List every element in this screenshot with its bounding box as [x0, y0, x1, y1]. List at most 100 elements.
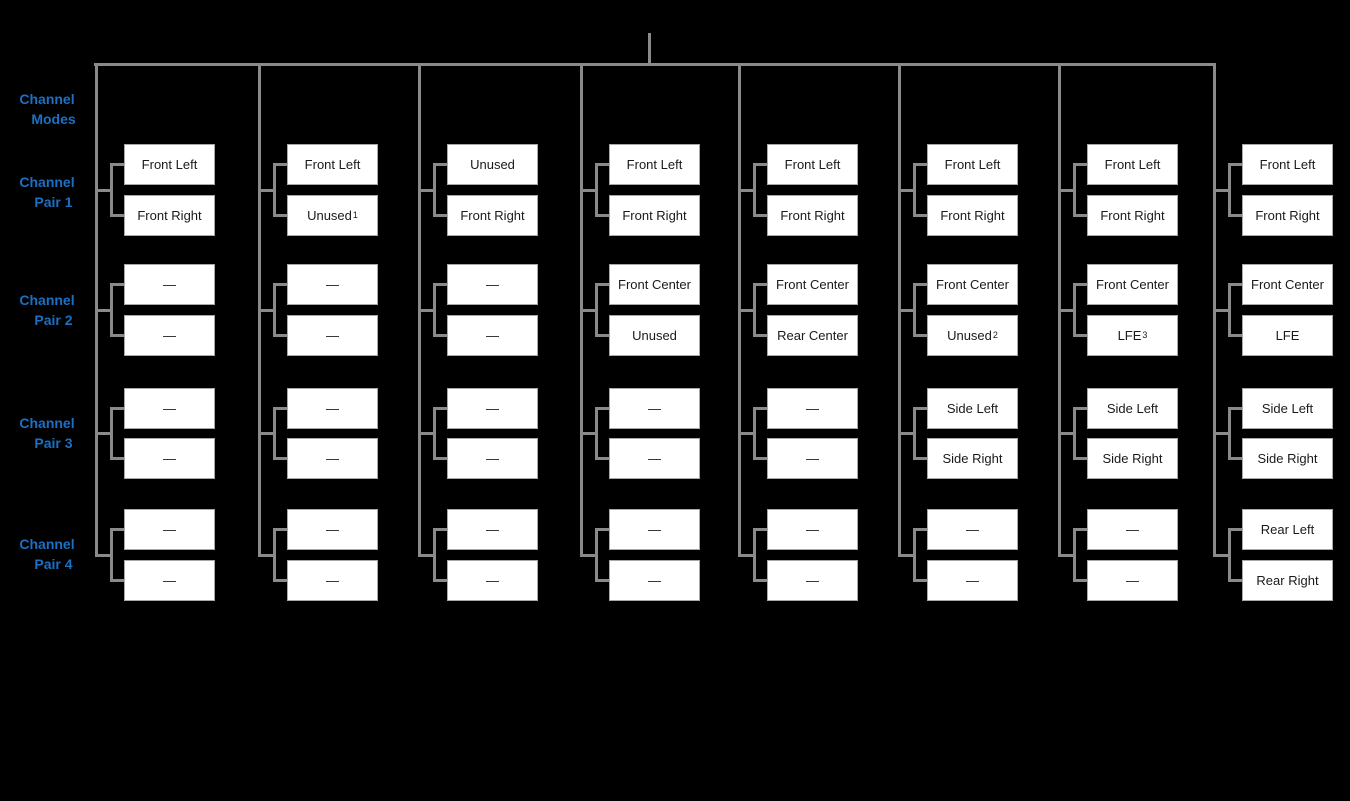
channel-box-label: — — [648, 522, 661, 537]
row-label-line: Pair 2 — [34, 312, 73, 328]
spine-stub-line — [95, 189, 113, 192]
box-connector-line — [110, 457, 125, 460]
row-label-channel-pair-3: Channel Pair 3 — [0, 413, 94, 453]
spine-stub-line — [95, 432, 113, 435]
spine-stub-line — [1213, 554, 1231, 557]
channel-box: Front Right — [767, 195, 858, 236]
box-connector-line — [433, 214, 448, 217]
box-connector-line — [1228, 214, 1243, 217]
channel-box-label: — — [163, 451, 176, 466]
channel-box: — — [447, 438, 538, 479]
channel-box-label: — — [326, 328, 339, 343]
box-connector-line — [595, 214, 610, 217]
channel-box-label: — — [648, 573, 661, 588]
channel-box-label: Front Left — [141, 157, 198, 172]
spine-stub-line — [258, 432, 276, 435]
channel-box: — — [767, 438, 858, 479]
channel-box-label: Front Center — [618, 277, 691, 292]
box-connector-line — [273, 214, 288, 217]
channel-box: — — [447, 315, 538, 356]
spine-stub-line — [1213, 189, 1231, 192]
channel-box-label: — — [163, 277, 176, 292]
channel-box: Front Center — [1087, 264, 1178, 305]
channel-box: — — [609, 438, 700, 479]
channel-box: LFE — [1242, 315, 1333, 356]
channel-box-label: — — [806, 522, 819, 537]
channel-box: — — [287, 438, 378, 479]
spine-stub-line — [580, 189, 598, 192]
channel-box-label: — — [806, 401, 819, 416]
channel-box: — — [124, 315, 215, 356]
modes-branch-line — [94, 63, 1216, 66]
row-label-line: Channel — [19, 91, 75, 107]
channel-box: — — [287, 560, 378, 601]
channel-box-label: Front Right — [1255, 208, 1320, 223]
spine-stub-line — [418, 432, 436, 435]
channel-box: — — [447, 509, 538, 550]
channel-box: — — [124, 264, 215, 305]
spine-stub-line — [1213, 309, 1231, 312]
channel-box-label: Side Left — [1106, 401, 1159, 416]
spine-stub-line — [1058, 189, 1076, 192]
channel-box: Front Right — [124, 195, 215, 236]
box-connector-line — [110, 579, 125, 582]
channel-box-label: Side Right — [1102, 451, 1163, 466]
channel-box-label: — — [1126, 573, 1139, 588]
box-connector-line — [595, 163, 610, 166]
channel-box-label: Front Center — [1096, 277, 1169, 292]
channel-box-label: Front Center — [936, 277, 1009, 292]
box-connector-line — [913, 528, 928, 531]
box-connector-line — [913, 457, 928, 460]
channel-box: — — [767, 509, 858, 550]
spine-stub-line — [580, 309, 598, 312]
box-connector-line — [1228, 579, 1243, 582]
channel-box: Front Right — [1242, 195, 1333, 236]
box-connector-line — [433, 334, 448, 337]
box-connector-line — [1228, 163, 1243, 166]
channel-box: Front Center — [1242, 264, 1333, 305]
box-connector-line — [753, 283, 768, 286]
channel-box: Unused — [447, 144, 538, 185]
box-connector-line — [1228, 283, 1243, 286]
channel-box: — — [447, 264, 538, 305]
box-connector-line — [753, 457, 768, 460]
box-connector-line — [1228, 528, 1243, 531]
channel-box: — — [124, 388, 215, 429]
box-connector-line — [913, 283, 928, 286]
channel-box-label: — — [326, 277, 339, 292]
channel-box-label: — — [806, 573, 819, 588]
channel-box-label: Front Right — [940, 208, 1005, 223]
box-connector-line — [110, 528, 125, 531]
spine-stub-line — [95, 309, 113, 312]
channel-box: Front Left — [609, 144, 700, 185]
box-connector-line — [1228, 407, 1243, 410]
spine-stub-line — [418, 189, 436, 192]
spine-stub-line — [898, 554, 916, 557]
channel-box-label: — — [163, 328, 176, 343]
spine-stub-line — [580, 432, 598, 435]
channel-box-label: Front Left — [784, 157, 841, 172]
box-connector-line — [913, 407, 928, 410]
box-connector-line — [433, 457, 448, 460]
box-connector-line — [110, 283, 125, 286]
box-connector-line — [595, 283, 610, 286]
spine-stub-line — [258, 189, 276, 192]
spine-stub-line — [898, 432, 916, 435]
box-connector-line — [273, 457, 288, 460]
channel-box-label: LFE — [1117, 328, 1142, 343]
channel-box: — — [124, 560, 215, 601]
row-label-line: Channel — [19, 174, 75, 190]
channel-box: — — [1087, 509, 1178, 550]
channel-box: Front Right — [1087, 195, 1178, 236]
box-connector-line — [1073, 163, 1088, 166]
box-connector-line — [595, 457, 610, 460]
box-connector-line — [273, 334, 288, 337]
channel-box: Front Right — [609, 195, 700, 236]
channel-box: Rear Right — [1242, 560, 1333, 601]
channel-box-label: — — [486, 401, 499, 416]
channel-box-label: — — [486, 451, 499, 466]
channel-box-label: — — [163, 573, 176, 588]
row-label-line: Pair 4 — [34, 556, 73, 572]
box-connector-line — [1073, 334, 1088, 337]
spine-stub-line — [738, 554, 756, 557]
